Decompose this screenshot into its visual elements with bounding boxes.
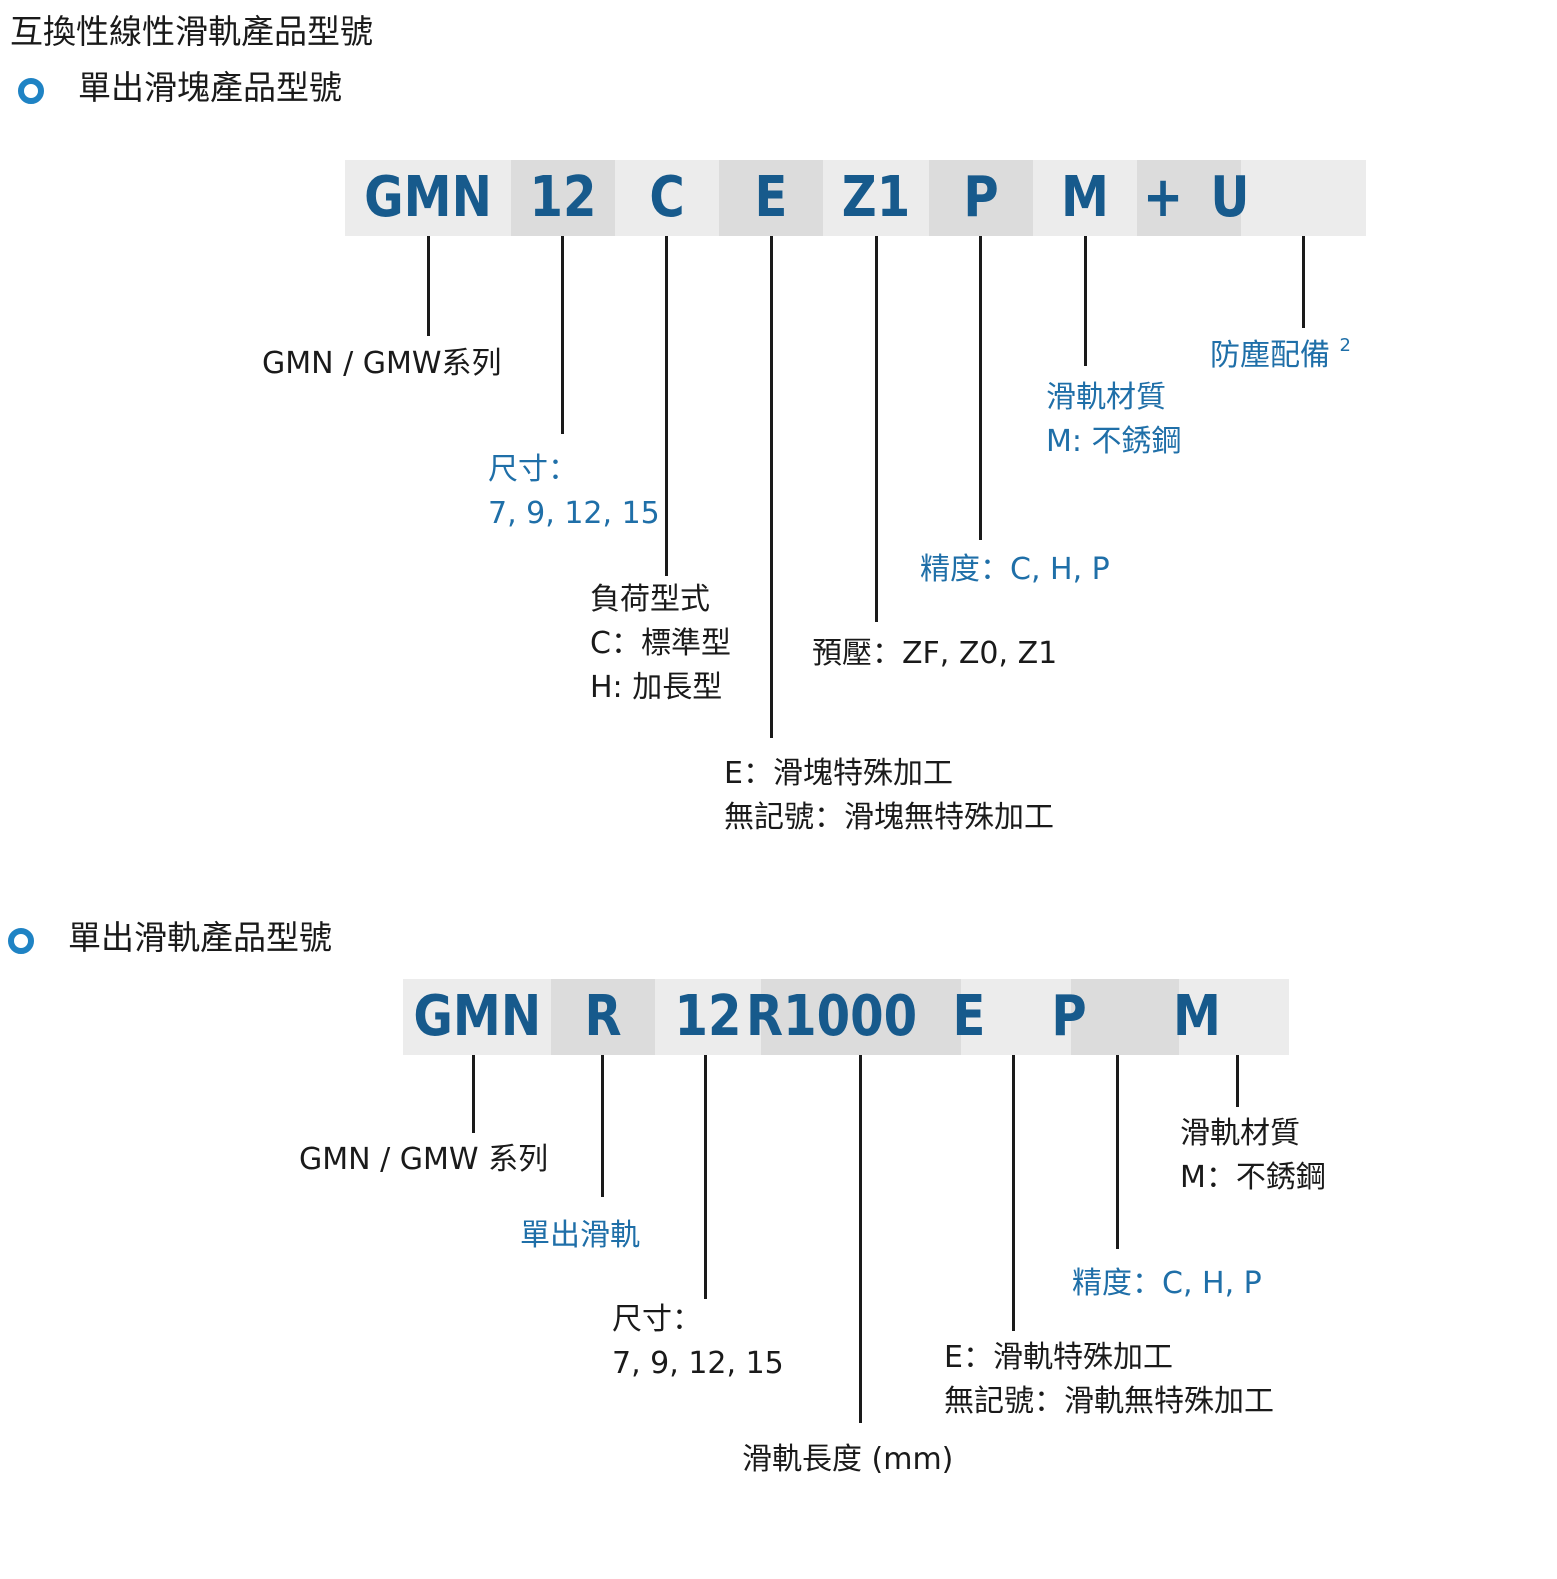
code-size: 12 (529, 165, 597, 230)
code-preload: Z1 (841, 165, 911, 230)
connector-material (1084, 236, 1087, 366)
code-precision: P (1051, 984, 1087, 1049)
label-special-e: E：滑軌特殊加工 (944, 1340, 1173, 1375)
label-series: GMN / GMW系列 (262, 346, 502, 381)
rail-code-bar: GMN R 12 R1000 E P M (403, 979, 1289, 1055)
block-code-bar: GMN 12 C E Z1 P M + U (345, 160, 1366, 236)
footnote-marker: 2 (1339, 335, 1351, 356)
label-series: GMN / GMW 系列 (299, 1142, 549, 1177)
code-material: M (1173, 984, 1221, 1049)
page-title: 互換性線性滑軌產品型號 (10, 12, 373, 51)
connector-preload (875, 236, 878, 622)
connector-series (472, 1055, 475, 1133)
connector-length (859, 1055, 862, 1423)
label-size-values: 7, 9, 12, 15 (612, 1346, 784, 1381)
label-material-title: 滑軌材質 (1180, 1116, 1300, 1151)
code-length: R1000 (746, 984, 918, 1049)
connector-size (561, 236, 564, 434)
label-load-c: C：標準型 (590, 626, 731, 661)
label-length: 滑軌長度 (mm) (742, 1442, 954, 1477)
label-material-title: 滑軌材質 (1046, 380, 1166, 415)
label-precision: 精度：C, H, P (920, 552, 1110, 587)
code-plus: + (1142, 165, 1184, 230)
label-load-title: 負荷型式 (590, 582, 710, 617)
connector-precision (1116, 1055, 1119, 1249)
connector-material (1236, 1055, 1239, 1107)
connector-precision (979, 236, 982, 540)
section-bullet-icon (18, 78, 44, 104)
label-preload: 預壓：ZF, Z0, Z1 (812, 636, 1058, 671)
label-size-values: 7, 9, 12, 15 (488, 496, 660, 531)
label-material-value: M: 不銹鋼 (1046, 424, 1182, 459)
code-dust: U (1210, 165, 1250, 230)
label-dust: 防塵配備 2 (1210, 335, 1351, 373)
rail-section-title: 單出滑軌產品型號 (68, 918, 332, 957)
code-rail: R (584, 984, 622, 1049)
label-precision: 精度：C, H, P (1072, 1266, 1262, 1301)
label-special-e: E：滑塊特殊加工 (724, 756, 953, 791)
label-special-none: 無記號：滑塊無特殊加工 (724, 800, 1054, 835)
block-section-title: 單出滑塊產品型號 (78, 68, 342, 107)
label-size-title: 尺寸： (488, 452, 578, 487)
code-series: GMN (364, 165, 492, 230)
code-material: M (1061, 165, 1109, 230)
connector-dust (1302, 236, 1305, 328)
code-load: C (649, 165, 685, 230)
label-special-none: 無記號：滑軌無特殊加工 (944, 1384, 1274, 1419)
code-size: 12 (674, 984, 742, 1049)
label-material-value: M：不銹鋼 (1180, 1160, 1326, 1195)
connector-rail (601, 1055, 604, 1197)
connector-series (427, 236, 430, 336)
section-bullet-icon (8, 928, 34, 954)
code-special: E (952, 984, 986, 1049)
connector-special (770, 236, 773, 738)
code-precision: P (963, 165, 999, 230)
label-single-rail: 單出滑軌 (520, 1218, 640, 1253)
label-size-title: 尺寸： (612, 1302, 702, 1337)
code-special: E (754, 165, 788, 230)
connector-size (704, 1055, 707, 1299)
code-series: GMN (413, 984, 542, 1049)
label-load-h: H: 加長型 (590, 670, 723, 705)
connector-special (1012, 1055, 1015, 1331)
connector-load (665, 236, 668, 576)
